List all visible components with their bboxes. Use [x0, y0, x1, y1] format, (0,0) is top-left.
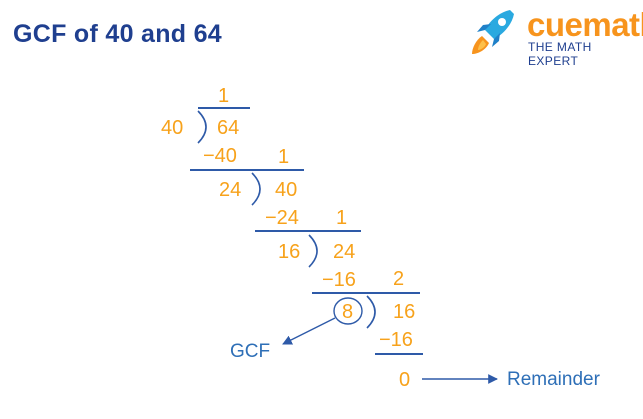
quotient-line-4 [367, 292, 420, 294]
gcf-label: GCF [230, 341, 271, 362]
quotient-line-3 [309, 230, 361, 232]
gcf-arrow [282, 317, 336, 345]
subtraction-line-3 [312, 292, 367, 294]
page-title: GCF of 40 and 64 [13, 20, 223, 48]
logo-tagline: THE MATH EXPERT [528, 40, 592, 68]
dividend-4: 16 [393, 301, 416, 323]
subtraction-line-1 [190, 169, 252, 171]
divisor-1: 40 [161, 117, 184, 139]
subtract-1: −40 [203, 145, 237, 167]
quotient-1: 1 [218, 85, 230, 107]
logo-wordmark: cuemath [527, 6, 643, 43]
gcf-divisor: 8 [342, 301, 354, 323]
division-bracket-3 [308, 234, 318, 268]
dividend-1: 64 [217, 117, 240, 139]
divisor-2: 24 [219, 179, 242, 201]
quotient-3: 1 [336, 207, 348, 229]
division-bracket-2 [251, 172, 261, 206]
rocket-icon [472, 10, 514, 54]
subtract-2: −24 [265, 207, 299, 229]
subtract-4: −16 [379, 329, 413, 351]
cuemath-logo: cuemath THE MATH EXPERT [466, 4, 643, 68]
quotient-line-2 [252, 169, 304, 171]
final-remainder: 0 [399, 369, 411, 391]
remainder-label: Remainder [507, 369, 600, 390]
subtraction-line-4 [375, 353, 423, 355]
quotient-line-1 [198, 107, 250, 109]
subtract-3: −16 [322, 269, 356, 291]
quotient-4: 2 [393, 268, 405, 290]
subtraction-line-2 [255, 230, 309, 232]
division-bracket-1 [197, 110, 207, 144]
dividend-2: 40 [275, 179, 298, 201]
gcf-circle [333, 297, 363, 325]
divisor-3: 16 [278, 241, 301, 263]
dividend-3: 24 [333, 241, 356, 263]
division-bracket-4 [366, 295, 376, 329]
quotient-2: 1 [278, 146, 290, 168]
